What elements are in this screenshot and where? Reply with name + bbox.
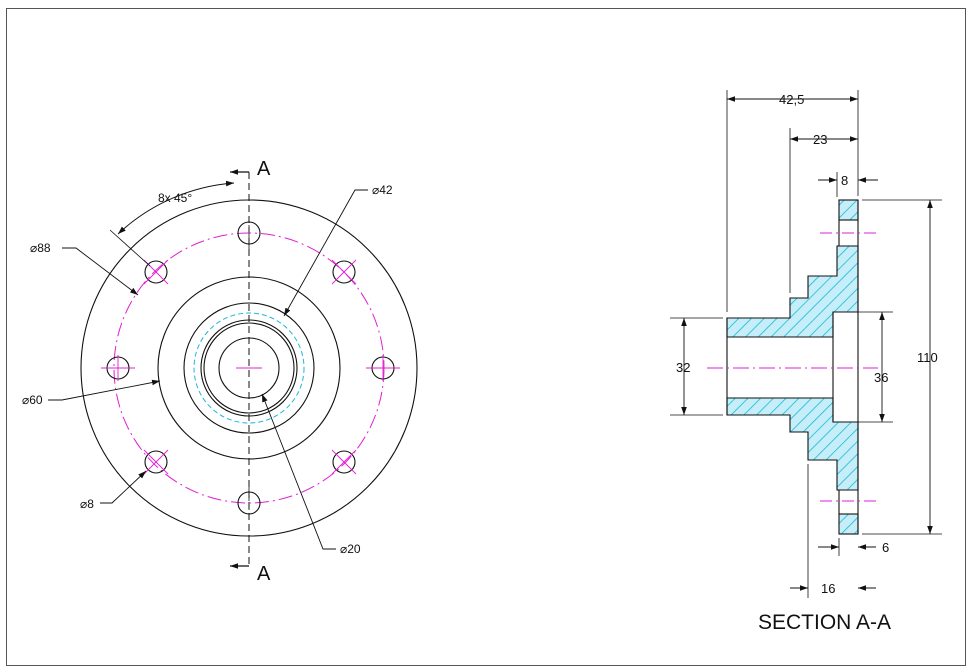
sheet-border [6, 8, 966, 666]
dia-60-label: ⌀60 [22, 393, 43, 407]
section-mark-bottom: A [257, 563, 271, 585]
section-mark-top: A [257, 158, 271, 180]
angle-dimension-arc [117, 180, 235, 235]
inner-circle [203, 322, 295, 414]
extension-lines [670, 90, 942, 598]
dia-20-label: ⌀20 [340, 542, 361, 556]
dia-42-label: ⌀42 [372, 183, 393, 197]
bolt-hole [237, 486, 261, 520]
dim-36-label: 36 [874, 370, 888, 385]
hub-circle [183, 302, 315, 434]
bolt-hole [366, 355, 400, 381]
dim-8-label: 8 [841, 173, 848, 188]
dim-110-label: 110 [917, 350, 938, 365]
section-outline [726, 200, 859, 534]
bolt-hole [101, 355, 135, 381]
bolt-hole [237, 216, 261, 250]
section-hatch-bottom-tab [838, 513, 859, 535]
bore-42-circle [200, 319, 298, 417]
outer-flange-circle [80, 199, 418, 537]
leader-dia-60 [48, 379, 161, 401]
dia-8-label: ⌀8 [80, 497, 94, 511]
leader-dia-42 [283, 189, 368, 317]
dim-42-5-label: 42,5 [779, 92, 804, 107]
angle-extension-line [109, 229, 151, 267]
dim-23-label: 23 [813, 132, 827, 147]
section-hatch-top-tab [838, 199, 859, 221]
hidden-bore-circle [193, 312, 305, 424]
bolt-hole [143, 449, 169, 475]
leader-dia-8 [100, 470, 147, 504]
front-view [48, 169, 418, 569]
section-hatch-upper [726, 245, 859, 338]
dim-16-label: 16 [821, 581, 835, 596]
bolt-hole [331, 259, 357, 285]
bolt-hole [331, 449, 357, 475]
section-title: SECTION A-A [758, 611, 891, 634]
leader-dia-20 [261, 393, 336, 550]
bolt-pattern-callout: 8x 45° [158, 191, 192, 205]
section-view [670, 90, 942, 598]
leader-dia-88 [62, 247, 139, 296]
dia-88-label: ⌀88 [30, 241, 51, 255]
bore-20-circle [218, 337, 280, 399]
dim-32-label: 32 [676, 360, 690, 375]
hub-60-circle [157, 276, 341, 460]
dim-6-label: 6 [882, 540, 889, 555]
section-hatch-lower [726, 397, 859, 491]
